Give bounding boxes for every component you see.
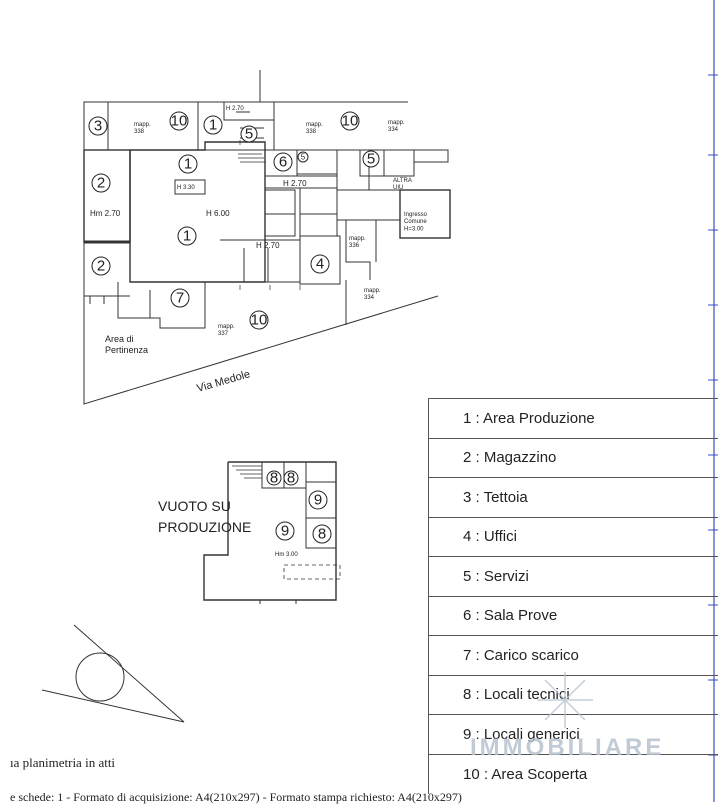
room-number: 10 [342,113,359,130]
room-number: 1 [184,156,192,173]
room-5-marker [297,151,309,163]
plan-label: mapp.338 [306,122,323,135]
legend-table: 1 : Area Produzione 2 : Magazzino 3 : Te… [428,398,718,794]
plan-label: H 6.00 [206,209,230,218]
room-1-marker [178,154,198,174]
room-5-marker [362,150,380,168]
room-8-marker [312,524,332,544]
room-10-marker [169,111,189,131]
room-5-marker [240,125,258,143]
plan-label: H 2.70 [283,179,307,188]
plan-label: mapp.336 [349,236,366,249]
legend-row: 4 : Uffici [429,518,718,557]
room-number: 1 [209,117,217,134]
legend-row: 7 : Carico scarico [429,636,718,676]
street-label: Via Medole [196,368,252,395]
footer-note: ıa planimetria in atti [10,755,116,770]
room-number: 8 [287,470,295,487]
plan-label: Hm 2.70 [90,209,121,218]
footer-format-note: e schede: 1 - Formato di acquisizione: A… [10,790,462,804]
room-10-marker [340,111,360,131]
room-3-marker [88,116,108,136]
plan-label: H 2.70 [226,106,244,112]
room-2-marker [91,173,111,193]
plan-label: mapp.334 [364,288,381,301]
room-number: 5 [367,151,375,168]
room-number: 10 [251,312,268,329]
watermark-text: IMMOBILIARE [470,734,665,761]
room-number: 9 [281,523,289,540]
room-4-marker [310,254,330,274]
room-6-marker [273,152,293,172]
legend-row: 6 : Sala Prove [429,597,718,636]
room-10-marker [249,310,269,330]
room-9-marker [308,490,328,510]
plan-label: mapp.338 [134,122,151,135]
room-8-marker [266,470,282,486]
room-8-marker [283,470,299,486]
watermark-star-icon [537,672,593,728]
room-number: 2 [97,175,105,192]
room-2-marker [91,256,111,276]
room-number: 7 [176,290,184,307]
room-7-marker [170,288,190,308]
room-number: 6 [279,154,287,171]
legend-row: 2 : Magazzino [429,439,718,478]
plan-label: H 3.30 [177,185,195,191]
room-number: 5 [301,153,306,162]
plan-label: H 2.70 [256,241,280,250]
room-1-marker [177,226,197,246]
room-number: 10 [171,113,188,130]
plan-label: mapp.334 [388,120,405,133]
room-number: 3 [94,118,102,135]
room-number: 2 [97,258,105,275]
room-number: 8 [318,526,326,543]
room-1-marker [203,115,223,135]
plan-label: Hm 3.00 [275,552,298,558]
room-9-marker [275,521,295,541]
legend-row: 9 : Locali generici [429,715,718,755]
room-number: 1 [183,228,191,245]
legend-row: 3 : Tettoia [429,478,718,518]
room-number: 8 [270,470,278,487]
room-number: 5 [245,126,253,143]
room-number: 4 [316,256,324,273]
legend-row: 8 : Locali tecnici [429,676,718,715]
vuoto-label-2: PRODUZIONE [158,519,251,535]
room-number: 9 [314,492,322,509]
legend-row: 5 : Servizi [429,557,718,597]
legend-row: 10 : Area Scoperta [463,765,588,783]
legend-row: 1 : Area Produzione [429,399,718,439]
vuoto-label-1: VUOTO SU [158,498,231,514]
plan-label: mapp.337 [218,324,235,337]
